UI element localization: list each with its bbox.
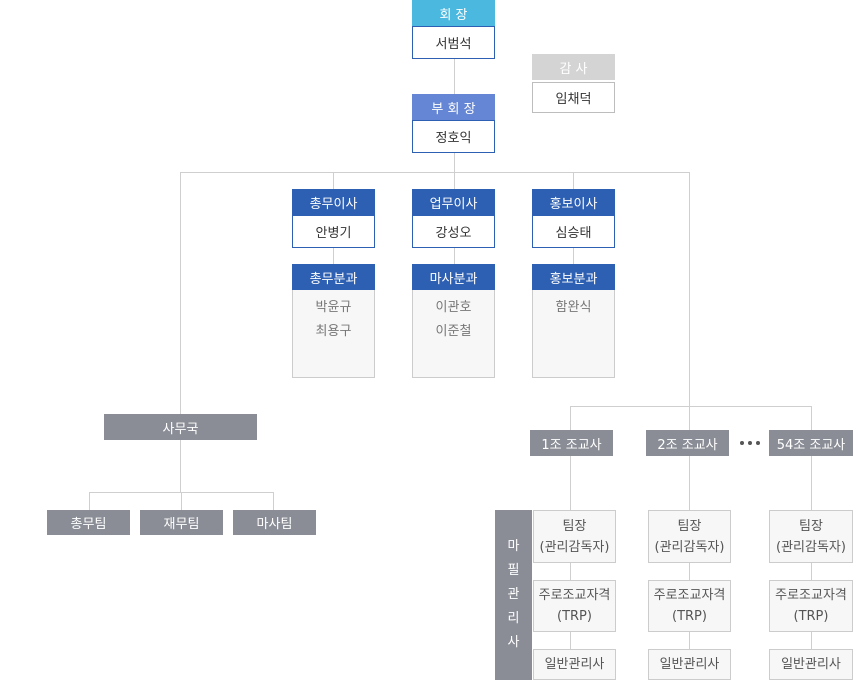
connector-line: [689, 563, 690, 580]
chairman-title: 회 장: [412, 0, 495, 26]
section-members: 이관호 이준철: [412, 290, 495, 378]
head-trainer-box: 주로조교자격 (TRP): [769, 580, 853, 632]
ellipsis-dots: [734, 430, 766, 456]
auditor-title: 감 사: [532, 54, 615, 80]
connector-line: [180, 440, 181, 492]
connector-line: [573, 248, 574, 264]
member-name: 함완식: [555, 300, 592, 315]
trainer-group: 2조 조교사: [646, 430, 729, 456]
connector-line: [573, 172, 574, 189]
connector-line: [570, 632, 571, 649]
connector-line: [689, 632, 690, 649]
section-members: 함완식: [532, 290, 615, 378]
section-members: 박윤규 최용구: [292, 290, 375, 378]
connector-line: [811, 563, 812, 580]
member-name: 이관호: [435, 300, 472, 315]
connector-line: [454, 153, 455, 189]
auditor-name: 임채덕: [532, 82, 615, 113]
director-title: 업무이사: [412, 189, 495, 215]
connector-line: [570, 563, 571, 580]
director-name: 안병기: [292, 215, 375, 248]
connector-line: [89, 492, 90, 510]
general-staff-box: 일반관리사: [648, 649, 731, 680]
section-title: 마사분과: [412, 264, 495, 290]
trainer-group: 1조 조교사: [530, 430, 613, 456]
connector-line: [181, 492, 182, 510]
connector-line: [570, 406, 812, 407]
connector-line: [689, 172, 690, 406]
head-trainer-box: 주로조교자격 (TRP): [533, 580, 616, 632]
director-title: 총무이사: [292, 189, 375, 215]
head-trainer-box: 주로조교자격 (TRP): [648, 580, 731, 632]
connector-line: [570, 456, 571, 510]
section-title: 총무분과: [292, 264, 375, 290]
vice-chairman-name: 정호익: [412, 120, 495, 153]
member-name: 박윤규: [315, 300, 352, 315]
team-leader-box: 팀장 (관리감독자): [769, 510, 853, 563]
chairman-name: 서범석: [412, 26, 495, 59]
stable-staff-label: 마 필 관 리 사: [495, 510, 532, 680]
team-box: 마사팀: [233, 510, 316, 535]
general-staff-box: 일반관리사: [769, 649, 853, 680]
connector-line: [811, 456, 812, 510]
director-title: 홍보이사: [532, 189, 615, 215]
member-name: 이준철: [435, 324, 472, 339]
director-name: 강성오: [412, 215, 495, 248]
connector-line: [273, 492, 274, 510]
team-leader-box: 팀장 (관리감독자): [648, 510, 731, 563]
general-staff-box: 일반관리사: [533, 649, 616, 680]
vice-chairman-title: 부 회 장: [412, 94, 495, 120]
connector-line: [689, 406, 690, 430]
secretariat-title: 사무국: [104, 414, 257, 440]
team-box: 총무팀: [47, 510, 130, 535]
connector-line: [180, 172, 690, 173]
team-box: 재무팀: [140, 510, 223, 535]
trainer-group: 54조 조교사: [769, 430, 853, 456]
connector-line: [333, 172, 334, 189]
connector-line: [811, 406, 812, 430]
connector-line: [811, 632, 812, 649]
connector-line: [333, 248, 334, 264]
team-leader-box: 팀장 (관리감독자): [533, 510, 616, 563]
director-name: 심승태: [532, 215, 615, 248]
connector-line: [454, 248, 455, 264]
connector-line: [570, 406, 571, 430]
connector-line: [180, 172, 181, 414]
section-title: 홍보분과: [532, 264, 615, 290]
connector-line: [689, 456, 690, 510]
member-name: 최용구: [315, 324, 352, 339]
connector-line: [454, 59, 455, 94]
